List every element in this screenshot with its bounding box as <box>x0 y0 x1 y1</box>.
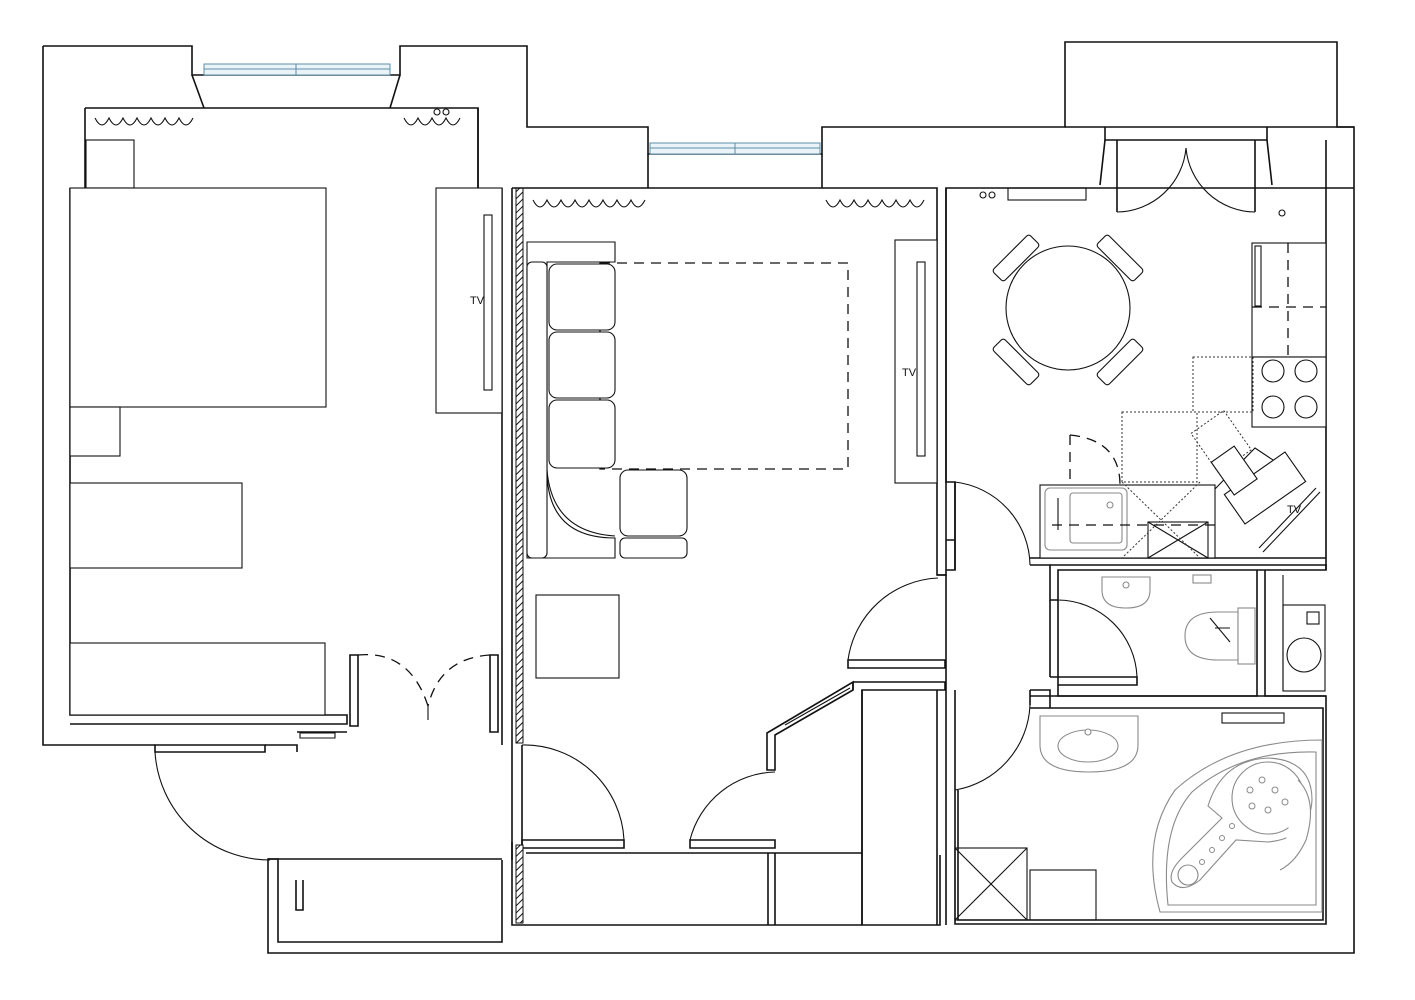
hall-door-swing <box>847 577 939 661</box>
living-curtain-right <box>825 198 925 208</box>
kitchen-entry-swing <box>954 481 1031 566</box>
kitchen: TV <box>945 139 1327 601</box>
bedroom-double-door <box>349 653 499 733</box>
tv-bedroom-label: TV <box>470 295 485 307</box>
closet <box>861 690 938 925</box>
rug <box>599 262 849 470</box>
bedroom: TV <box>69 108 513 745</box>
coffee-table <box>535 594 620 679</box>
corner-sofa <box>526 241 688 559</box>
shower-tray <box>954 847 1028 921</box>
bedroom-curtain-right <box>403 116 461 126</box>
wc-door-swing <box>1057 599 1138 678</box>
wc <box>1049 564 1327 697</box>
toilet <box>1184 607 1256 665</box>
corner-bathtub <box>1152 739 1323 913</box>
storage-door-swing <box>689 771 776 841</box>
living-door-swing <box>521 744 625 841</box>
bathroom-door-swing <box>954 704 1031 791</box>
bathroom-cabinet <box>1029 869 1097 921</box>
tv-bedroom <box>483 214 493 391</box>
living-curtain-left <box>532 198 646 208</box>
tv-kitchen-label: TV <box>1287 504 1302 516</box>
partition-hatched <box>515 187 524 744</box>
living-room: TV <box>512 187 1354 925</box>
kitchen-door-swing <box>1069 434 1121 486</box>
wc-sink <box>1101 576 1151 609</box>
tv-stand-living <box>894 239 938 484</box>
desk <box>69 482 243 569</box>
wardrobe <box>69 642 326 716</box>
nightstand <box>85 139 135 189</box>
entrance-door-swing <box>154 751 271 861</box>
washing-machine <box>1282 575 1326 692</box>
tv-living-label: TV <box>902 367 917 379</box>
balcony-door <box>1099 139 1273 213</box>
kitchen-counters: TV <box>1039 242 1327 559</box>
double-bed <box>69 187 327 408</box>
dining-table <box>992 234 1144 386</box>
bedroom-curtain-left <box>94 116 194 126</box>
bathroom <box>945 689 1327 925</box>
bedroom-window <box>203 63 391 76</box>
entrance-hall <box>154 187 941 926</box>
bathroom-sink <box>1039 715 1139 773</box>
living-window <box>649 142 821 155</box>
tv-living <box>916 261 926 457</box>
bedside-table <box>69 406 121 457</box>
